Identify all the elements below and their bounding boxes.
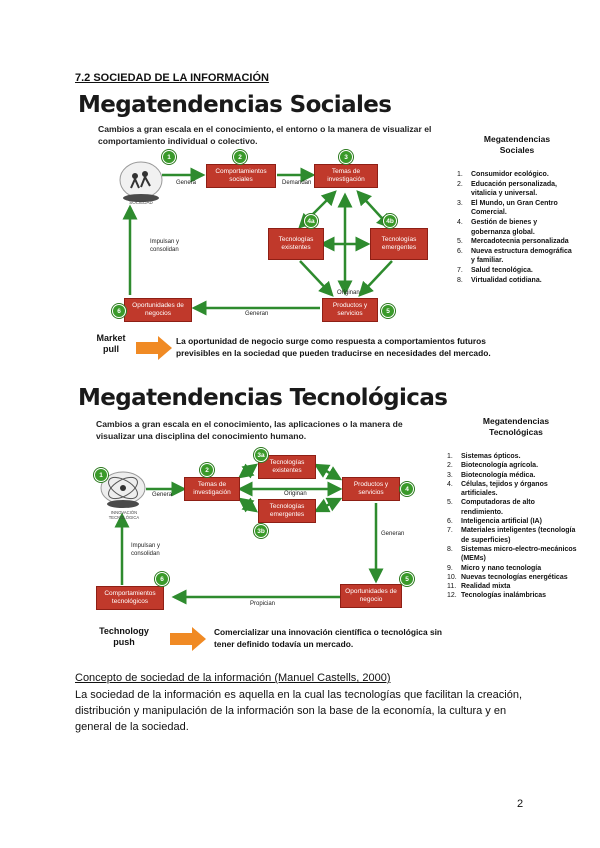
list-item: 1.Sistemas ópticos. [447, 453, 521, 460]
list-item: 12.Tecnologías inalámbricas [447, 592, 547, 600]
badge-4-tech: 4 [400, 482, 414, 496]
technology-push-line-2: push [113, 637, 135, 647]
node-temas-investigacion-tech: Temas de investigación [184, 477, 240, 501]
social-side-title-line-2: Sociales [499, 145, 535, 155]
edge-impulsan-line-2: consolidan [150, 247, 179, 253]
market-pull-text: La oportunidad de negocio surge como res… [176, 335, 506, 359]
list-item: 2.Biotecnología agrícola. [447, 462, 539, 470]
page-number: 2 [517, 798, 524, 810]
node-tecnologias-emergentes: Tecnologías emergentes [370, 228, 428, 260]
list-item: 6.Nueva estructura demográfica y familia… [457, 247, 572, 265]
list-item: 5.Computadoras de alto rendimiento. [447, 499, 535, 516]
node-comportamientos-sociales: Comportamientos sociales [206, 164, 276, 188]
tech-intro: Cambios a gran escala en el conocimiento… [96, 418, 426, 442]
node-temas-investigacion: Temas de investigación [314, 164, 378, 188]
market-pull-line-1: Market [96, 333, 126, 343]
node-tecnologias-existentes: Tecnologías existentes [268, 228, 324, 260]
edge-propician-tech: Propician [250, 601, 276, 607]
tech-megatrends-title: Megatendencias Tecnológicas [78, 385, 448, 411]
node-tecnologias-emergentes-tech: Tecnologías emergentes [258, 499, 316, 523]
badge-5-tech: 5 [400, 572, 414, 586]
tech-intro-line-1: Cambios a gran escala en el conocimiento… [96, 419, 403, 429]
tech-intro-line-2: visualizar una disciplina del conocimien… [96, 431, 307, 441]
node-productos-servicios: Productos y servicios [322, 298, 378, 322]
market-pull-line-2: pull [103, 344, 119, 354]
technology-push-label: Technology push [94, 626, 154, 648]
society-hub-label: SOCIEDAD [129, 200, 153, 205]
badge-3a-tech: 3a [254, 448, 268, 462]
tech-side-title: Megatendencias Tecnológicas [464, 416, 568, 438]
node-comportamientos-tecnologicos: Comportamientos tecnológicos [96, 586, 164, 610]
list-item: 5.Mercadotecnia personalizada [457, 238, 569, 246]
social-side-title: Megatendencias Sociales [470, 134, 564, 156]
technology-push-line-1: Technology [99, 626, 149, 636]
list-item: 6.Inteligencia artificial (IA) [447, 518, 542, 526]
badge-1-tech: 1 [94, 468, 108, 482]
badge-2-tech: 2 [200, 463, 214, 477]
society-hub-icon [117, 158, 165, 206]
edge-impulsan-tech-line-1: Impulsan y [131, 543, 161, 549]
list-item: 2.Educación personalizada, vitalicia y u… [457, 180, 557, 198]
list-item: 3.Biotecnología médica. [447, 471, 536, 479]
social-megatrends-list: 1.Consumidor ecológico. 2.Educación pers… [457, 170, 575, 285]
node-oportunidades-negocios: Oportunidades de negocios [124, 298, 192, 322]
tech-diagram-arrows [114, 463, 384, 605]
list-item: 1.Consumidor ecológico. [457, 171, 549, 178]
list-item: 4.Células, tejidos y órganos artificiale… [447, 480, 548, 498]
list-item: 7.Salud tecnológica. [457, 266, 533, 274]
social-megatrends-title: Megatendencias Sociales [78, 92, 392, 118]
badge-1: 1 [162, 150, 176, 164]
social-side-title-line-1: Megatendencias [483, 134, 551, 144]
edge-genera-tech: Genera [152, 492, 173, 498]
market-pull-label: Market pull [94, 333, 128, 355]
innovation-hub-icon [98, 468, 148, 512]
list-item: 9.Micro y nano tecnología [447, 564, 542, 572]
social-intro-line-1: Cambios a gran escala en el conocimiento… [98, 124, 432, 134]
list-item: 3.El Mundo, un Gran Centro Comercial. [457, 199, 558, 217]
edge-generan: Generan [245, 311, 269, 317]
edge-impulsan-tech: Impulsan y consolidan [131, 542, 160, 558]
edge-originan: Originan [337, 290, 360, 296]
badge-2: 2 [233, 150, 247, 164]
edge-impulsan: Impulsan y consolidan [150, 238, 179, 254]
market-pull-text-line-1: La oportunidad de negocio surge como res… [176, 336, 486, 346]
technology-push-arrow-icon [170, 627, 206, 651]
list-item: 8.Sistemas micro-electro-mecánicos (MEMs… [447, 545, 577, 563]
badge-4a: 4a [304, 214, 318, 228]
innovation-hub-label: INNOVACIÓN TECNOLÓGICA [108, 510, 140, 520]
badge-3b-tech: 3b [254, 524, 268, 538]
badge-5: 5 [381, 304, 395, 318]
social-intro-line-2: comportamiento individual o colectivo. [98, 136, 258, 146]
tech-side-title-line-1: Megatendencias [482, 416, 550, 426]
badge-6-tech: 6 [155, 572, 169, 586]
list-item: 8.Virtualidad cotidiana. [457, 276, 542, 284]
concept-title: Concepto de sociedad de la información (… [75, 672, 391, 684]
badge-4b: 4b [383, 214, 397, 228]
badge-3: 3 [339, 150, 353, 164]
list-item: 10.Nuevas tecnologías energéticas [447, 573, 568, 581]
node-tecnologias-existentes-tech: Tecnologías existentes [258, 455, 316, 479]
section-title: 7.2 SOCIEDAD DE LA INFORMACIÓN [75, 72, 269, 84]
edge-impulsan-line-1: Impulsan y [150, 239, 180, 245]
list-item: 4.Gestión de bienes y gobernanza global. [457, 218, 538, 236]
badge-6: 6 [112, 304, 126, 318]
technology-push-text-line-1: Comercializar una innovación científica … [214, 627, 443, 637]
social-intro: Cambios a gran escala en el conocimiento… [98, 123, 458, 147]
tech-side-title-line-2: Tecnológicas [489, 427, 543, 437]
market-pull-arrow-icon [136, 336, 172, 360]
technology-push-text-line-2: tener definido todavía un mercado. [214, 639, 354, 649]
node-oportunidades-negocio-tech: Oportunidades de negocio [340, 584, 402, 608]
edge-impulsan-tech-line-2: consolidan [131, 551, 160, 557]
tech-megatrends-list: 1.Sistemas ópticos. 2.Biotecnología agrí… [447, 452, 577, 601]
market-pull-text-line-2: previsibles en la sociedad que pueden tr… [176, 348, 491, 358]
list-item: 7.Materiales inteligentes (tecnología de… [447, 527, 576, 544]
edge-originan-tech: Originan [284, 491, 307, 497]
technology-push-text: Comercializar una innovación científica … [214, 626, 454, 650]
edge-genera: Genera [176, 180, 197, 186]
concept-body: La sociedad de la información es aquella… [75, 689, 523, 733]
edge-generan-tech: Generan [381, 531, 405, 537]
node-productos-servicios-tech: Productos y servicios [342, 477, 400, 501]
list-item: 11.Realidad mixta [447, 583, 511, 591]
edge-demandan: Demandan [282, 180, 312, 186]
